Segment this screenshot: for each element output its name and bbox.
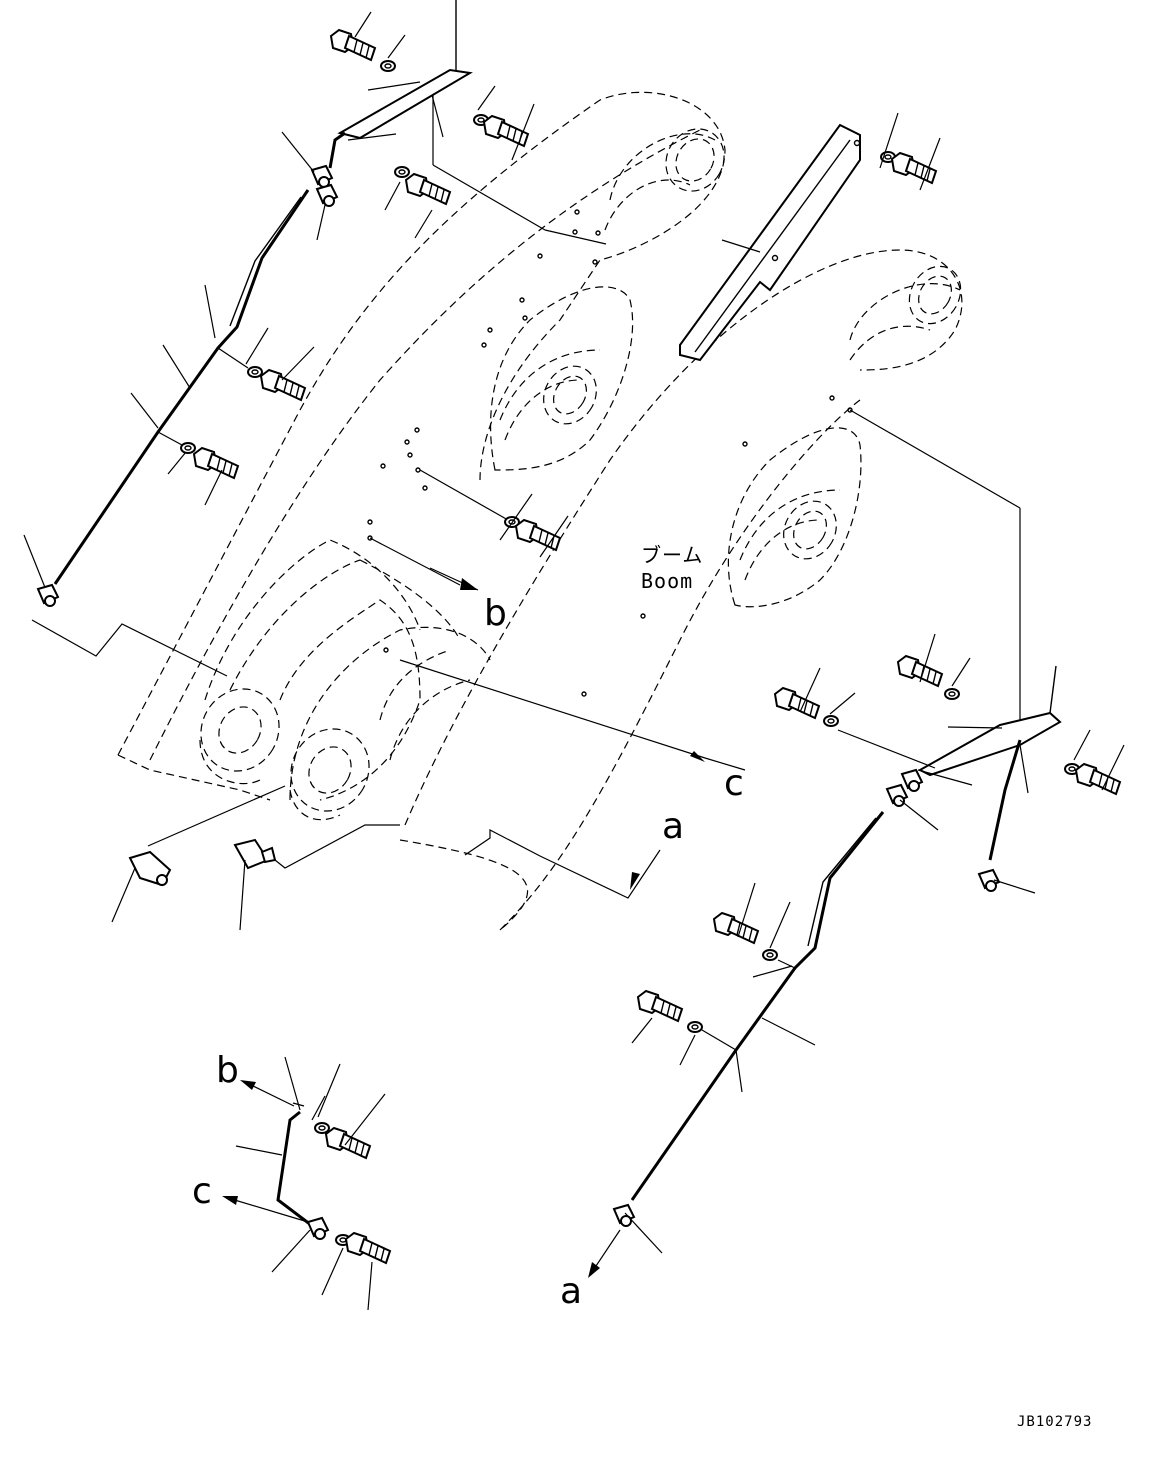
callout-c-lower: c (192, 1171, 212, 1212)
right-grease-pipe-assembly (464, 409, 1125, 1278)
component-name-japanese: ブーム (641, 543, 703, 567)
detail-b-c-pipe (222, 1056, 391, 1311)
left-grease-pipe-assembly (23, 0, 607, 677)
component-name-english: Boom (641, 569, 693, 593)
callout-a-lower: a (560, 1271, 582, 1312)
pipe-clamp-plate (679, 112, 941, 362)
center-bolt-callouts (369, 469, 746, 771)
callout-b-lower: b (216, 1050, 239, 1091)
lower-left-fittings (111, 785, 400, 931)
callout-c-upper: c (724, 763, 744, 804)
figure-code: JB102793 (1017, 1414, 1092, 1430)
boom-outline (117, 91, 963, 931)
callout-a-upper: a (662, 806, 684, 847)
labels: b c a b c a ブーム Boom JB102793 (192, 543, 1092, 1430)
callout-b-upper: b (484, 593, 507, 634)
